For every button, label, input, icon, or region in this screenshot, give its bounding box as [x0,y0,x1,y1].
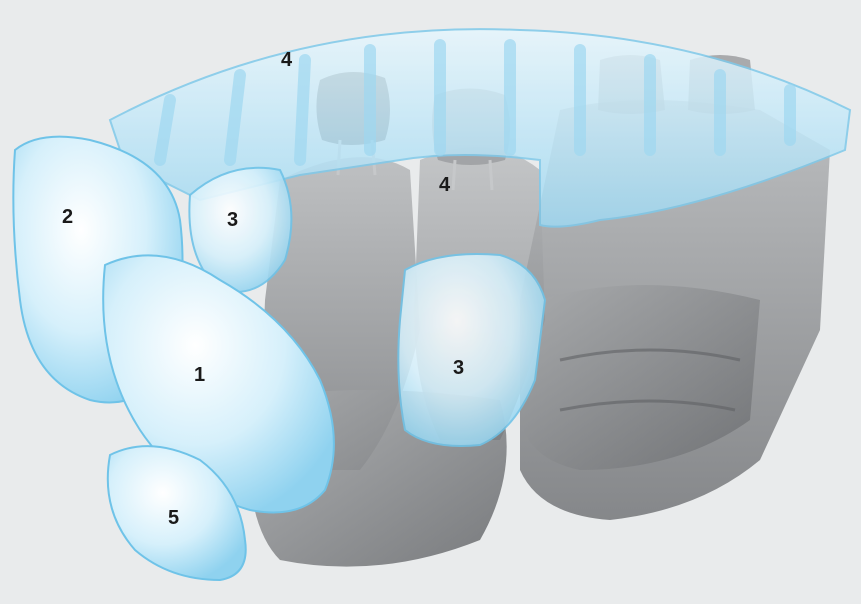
callout-3-near: 3 [453,358,464,378]
callout-1: 1 [194,365,205,385]
callout-2: 2 [62,207,73,227]
callout-5: 5 [168,508,179,528]
callout-4-top: 4 [281,50,292,70]
callout-3-far: 3 [227,210,238,230]
callout-4-middle: 4 [439,175,450,195]
